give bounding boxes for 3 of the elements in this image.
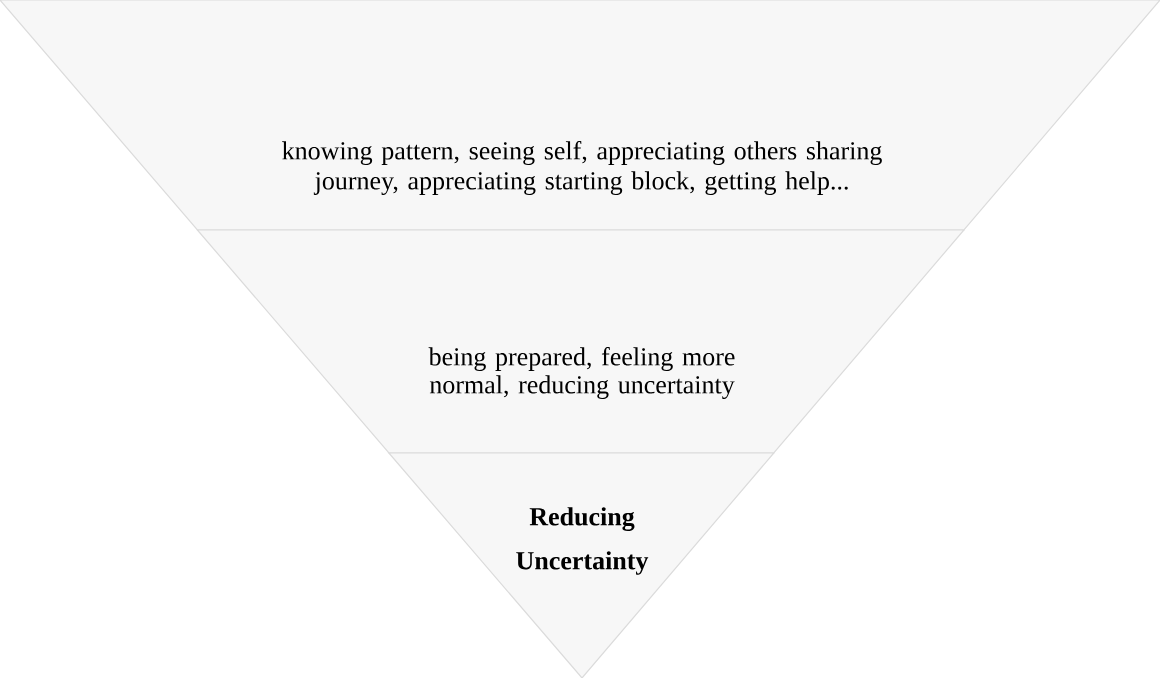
node-label: knowing pattern, seeing self, appreciating others sharing journey, appreciating starting block, getting help... (282, 141, 882, 195)
funnel-band: knowing pattern, seeing self, appreciating others sharing journey, appreciating starting block, getting help... (0, 0, 1160, 231)
funnel-band: being prepared, feeling more normal, reducing uncertainty (196, 229, 966, 454)
